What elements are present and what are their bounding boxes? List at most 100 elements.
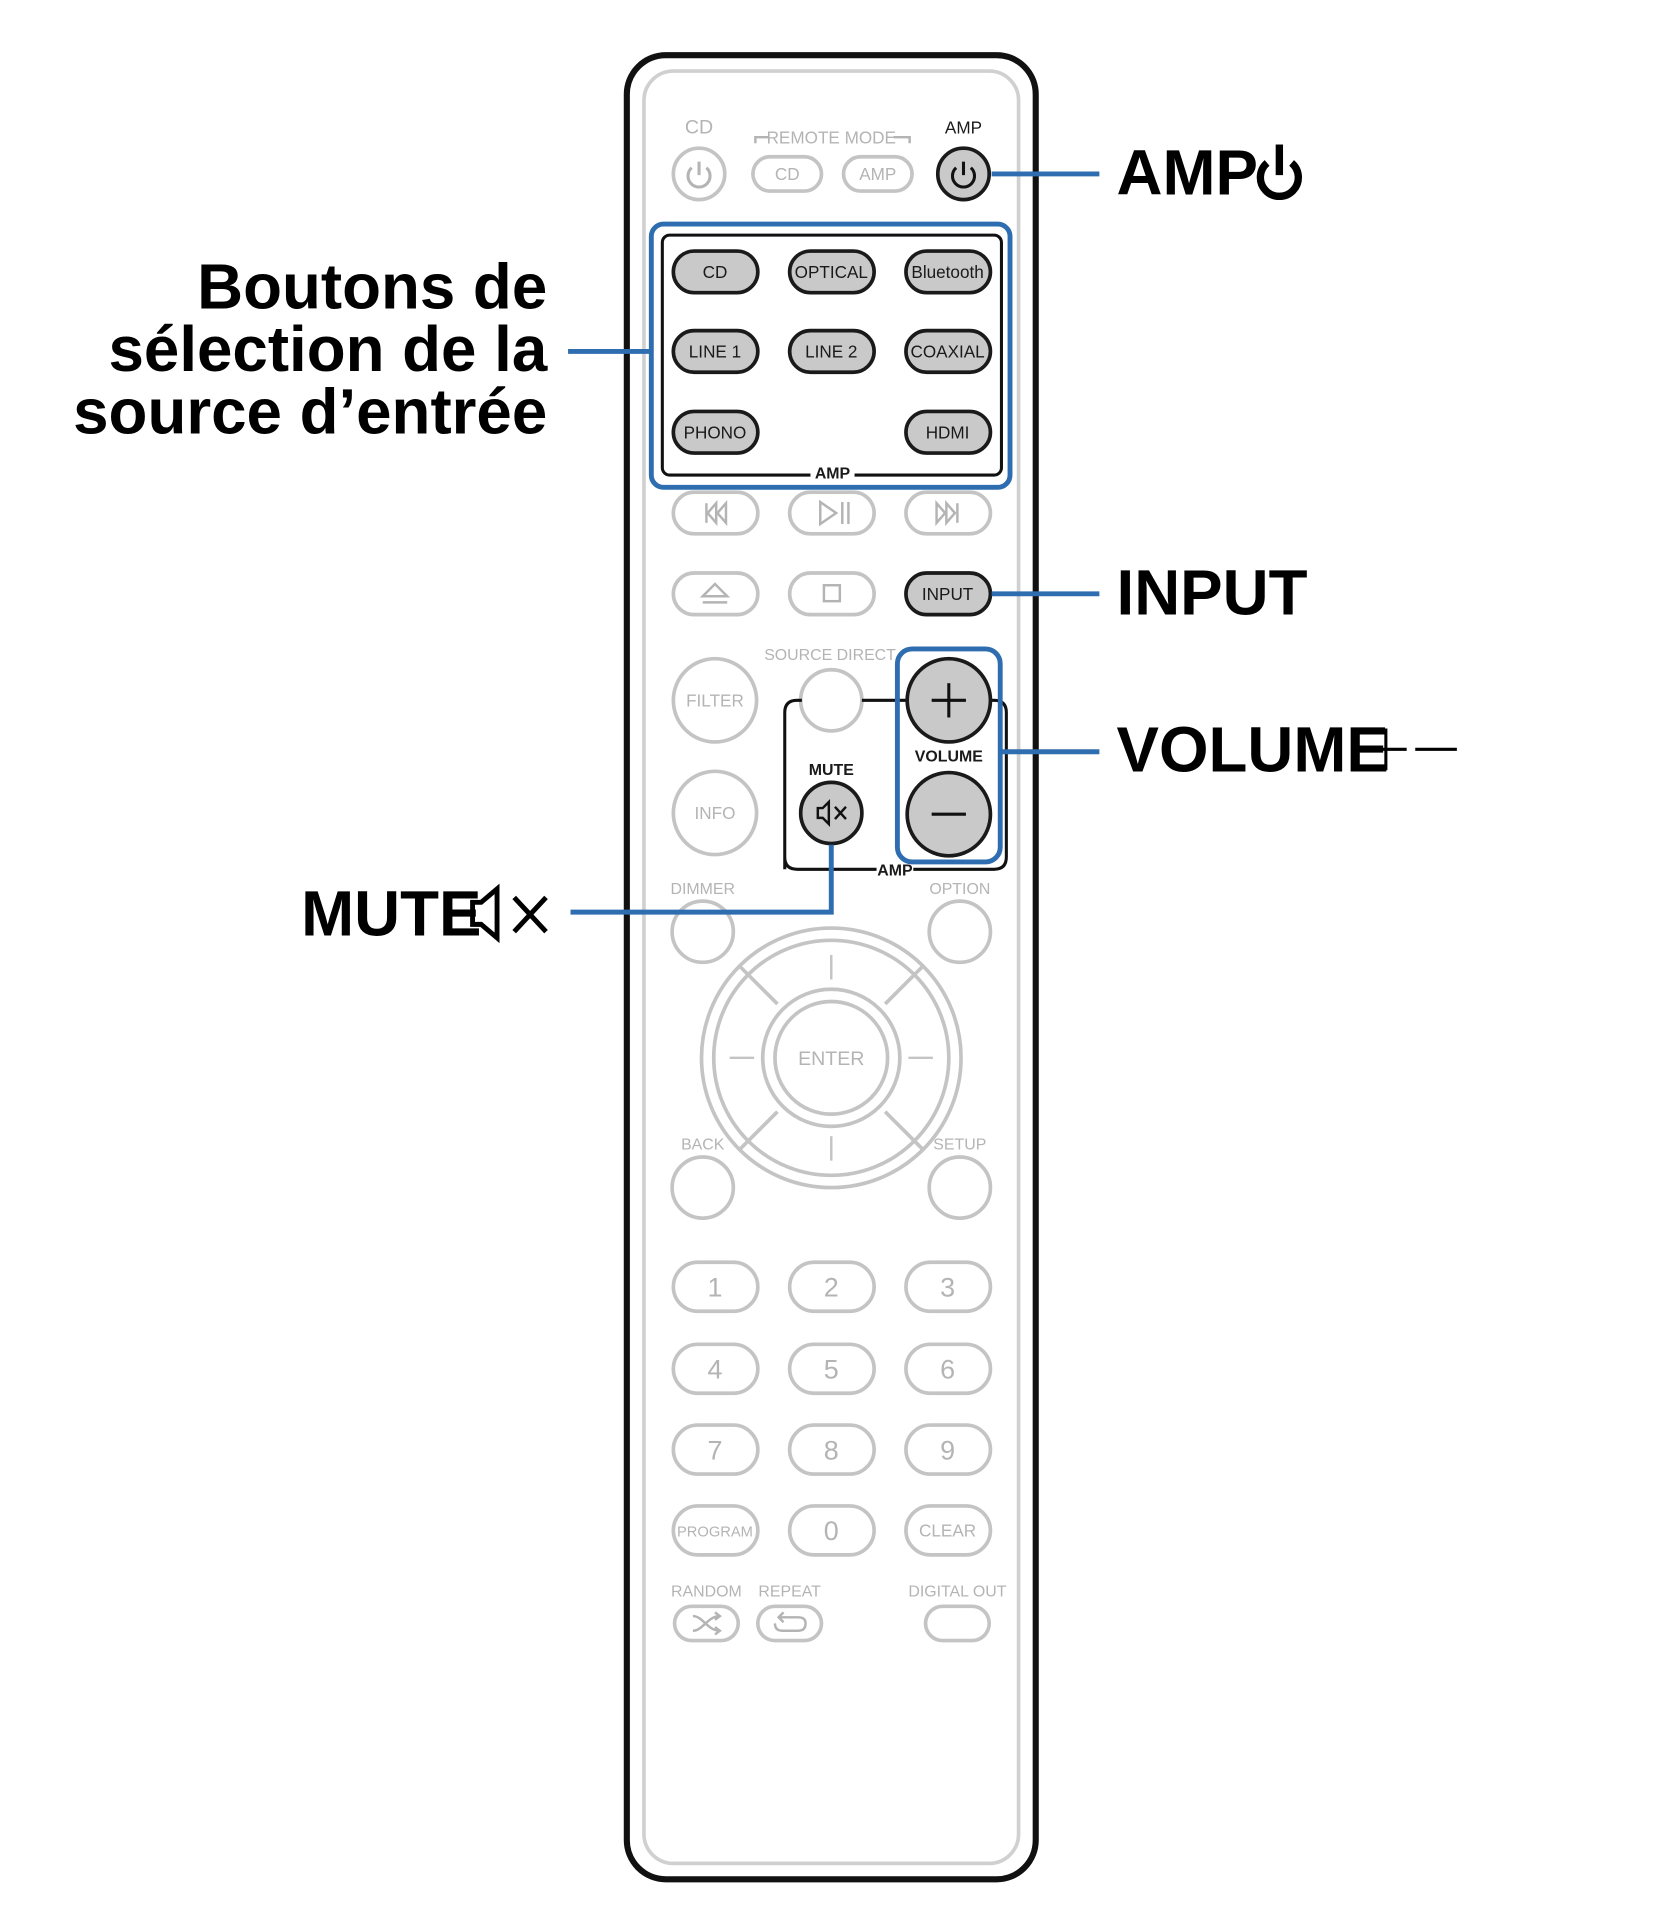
source-button-bluetooth[interactable]: [904, 249, 993, 295]
mute-leader-line: [570, 844, 834, 915]
random-label: RANDOM: [671, 1583, 742, 1600]
skip-forward-icon: [935, 499, 959, 527]
eject-icon: [699, 582, 731, 604]
option-label: OPTION: [929, 881, 990, 898]
filter-button[interactable]: [671, 656, 759, 744]
dpad[interactable]: ENTER: [699, 926, 963, 1190]
stop-button[interactable]: [787, 571, 876, 617]
remote-mode-bracket: [754, 135, 911, 144]
skip-forward-button[interactable]: [904, 490, 993, 536]
repeat-icon: [773, 1611, 807, 1633]
enter-label: ENTER: [798, 1048, 864, 1070]
program-button[interactable]: [671, 1504, 760, 1557]
digit-label-5: 5: [824, 1355, 839, 1385]
amp-power-callout: AMP: [1117, 138, 1258, 209]
setup-button[interactable]: [927, 1155, 993, 1221]
remote-mode-cd-button[interactable]: [751, 154, 824, 193]
remote-mode-cd-label: CD: [775, 164, 800, 184]
digit-button-7[interactable]: [671, 1423, 760, 1476]
dpad-dividers: [738, 964, 925, 1151]
back-button[interactable]: [670, 1155, 736, 1221]
remote-mode-label: REMOTE MODE: [767, 127, 896, 147]
digit-button-0[interactable]: [787, 1504, 876, 1557]
source-label-line2: LINE 2: [805, 342, 857, 362]
shuffle-icon: [692, 1611, 722, 1636]
mute-speaker-icon: [470, 883, 548, 944]
source-label-line1: LINE 1: [689, 342, 741, 362]
digit-label-2: 2: [824, 1273, 839, 1303]
filter-label: FILTER: [686, 690, 744, 710]
digit-button-1[interactable]: [671, 1260, 760, 1314]
source-label-bluetooth: Bluetooth: [911, 262, 983, 282]
input-source-callout-line3: source d’entrée: [73, 376, 547, 447]
source-button-coaxial[interactable]: [904, 328, 993, 375]
source-label-hdmi: HDMI: [926, 422, 970, 442]
remote-mode-amp-button[interactable]: [841, 154, 914, 193]
digit-button-9[interactable]: [904, 1423, 993, 1476]
source-label-optical: OPTICAL: [795, 262, 868, 282]
digit-button-4[interactable]: [671, 1342, 760, 1396]
digit-button-5[interactable]: [787, 1342, 876, 1396]
volume-callout: VOLUME: [1117, 714, 1389, 785]
digit-label-7: 7: [707, 1435, 722, 1465]
play-pause-button[interactable]: [787, 490, 876, 536]
eject-button[interactable]: [671, 571, 760, 617]
dimmer-button[interactable]: [670, 899, 736, 965]
source-button-phono[interactable]: [671, 409, 760, 455]
repeat-label: REPEAT: [758, 1583, 821, 1600]
enter-button[interactable]: [773, 999, 890, 1116]
clear-label: CLEAR: [919, 1521, 976, 1541]
digit-button-6[interactable]: [904, 1342, 993, 1396]
source-button-optical[interactable]: [787, 249, 876, 295]
digit-label-8: 8: [824, 1435, 839, 1465]
digit-button-3[interactable]: [904, 1260, 993, 1314]
digit-button-8[interactable]: [787, 1423, 876, 1476]
digit-label-3: 3: [940, 1273, 955, 1303]
source-button-cd[interactable]: [671, 249, 760, 295]
source-label-phono: PHONO: [684, 422, 747, 442]
digital-out-label: DIGITAL OUT: [908, 1583, 1006, 1600]
volume-highlight: [894, 646, 1003, 865]
clear-button[interactable]: [904, 1504, 993, 1557]
source-direct-label: SOURCE DIRECT: [764, 647, 896, 664]
input-callout: INPUT: [1117, 558, 1308, 629]
input-button-label: INPUT: [922, 584, 974, 604]
stop-icon: [822, 584, 842, 603]
numeric-keypad: 1 2 3 4 5 6 7 8 9 PROGRAM 0 CLEAR: [671, 1260, 993, 1557]
plus-icon: [931, 683, 966, 718]
dpad-inner-ring: [711, 938, 951, 1178]
digit-label-9: 9: [940, 1435, 955, 1465]
input-source-callout-line2: sélection de la: [109, 314, 548, 385]
source-button-line1[interactable]: [671, 328, 760, 375]
option-button[interactable]: [927, 899, 993, 965]
input-button[interactable]: [904, 571, 993, 617]
dimmer-label: DIMMER: [670, 881, 735, 898]
remote-mode-amp-label: AMP: [859, 164, 896, 184]
source-button-hdmi[interactable]: [904, 409, 993, 455]
mute-callout: MUTE: [301, 878, 481, 949]
source-direct-button[interactable]: [798, 667, 864, 733]
source-button-line2[interactable]: [787, 328, 876, 375]
info-button[interactable]: [671, 769, 759, 857]
back-label: BACK: [681, 1137, 725, 1154]
digit-button-2[interactable]: [787, 1260, 876, 1314]
mute-button[interactable]: [798, 780, 864, 846]
repeat-button[interactable]: [755, 1604, 824, 1643]
digital-out-button[interactable]: [923, 1604, 992, 1643]
digit-label-6: 6: [940, 1355, 955, 1385]
remote-inner-bezel: [642, 69, 1021, 1866]
input-source-callout-line1: Boutons de: [197, 252, 547, 323]
source-label-coaxial: COAXIAL: [910, 342, 984, 362]
amp-group-label: AMP: [815, 466, 851, 483]
cd-power-icon: [686, 161, 712, 189]
digit-label-4: 4: [707, 1355, 722, 1385]
volume-plus-minus-icon: [1365, 728, 1457, 771]
source-buttons: CD OPTICAL Bluetooth LINE 1 LINE 2 COAXI…: [671, 249, 993, 455]
setup-label: SETUP: [933, 1137, 986, 1154]
digit-label-1: 1: [707, 1273, 722, 1303]
play-pause-icon: [819, 499, 850, 527]
cd-label: CD: [685, 117, 713, 139]
skip-back-icon: [705, 499, 728, 527]
source-group-highlight: [648, 221, 1013, 490]
mute-icon: [816, 798, 847, 827]
